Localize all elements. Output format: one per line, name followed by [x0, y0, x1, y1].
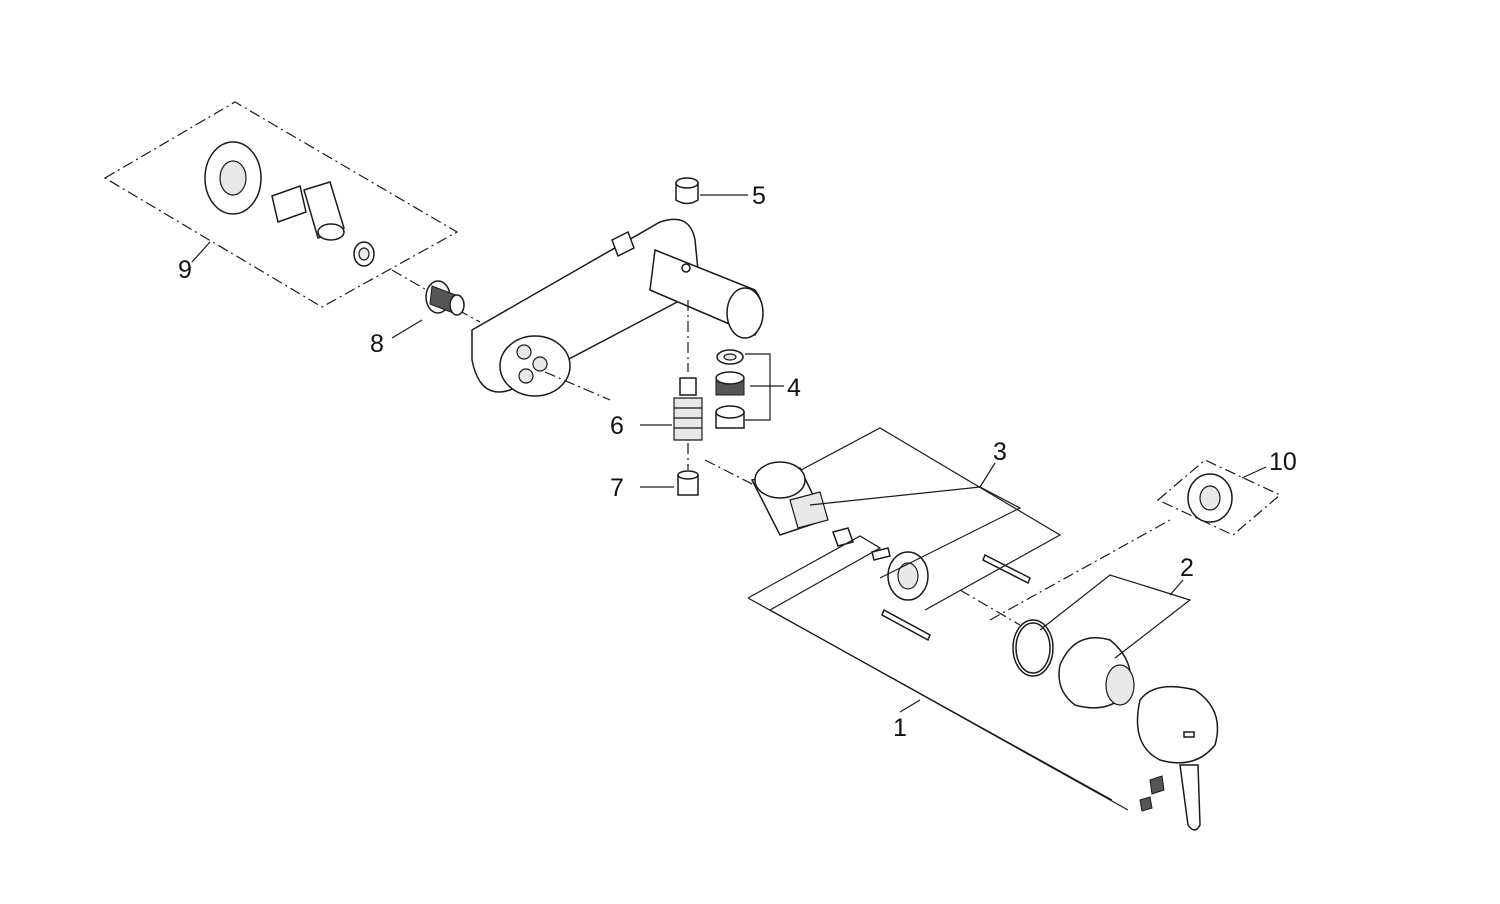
- part-7-restrictor: 7: [610, 443, 699, 502]
- part-8-nipple: 8: [370, 280, 465, 358]
- callout-label: 6: [610, 412, 624, 440]
- callout-label: 10: [1269, 448, 1297, 476]
- part-4-aerator-set: 4: [715, 349, 801, 429]
- part-6-diverter: 6: [610, 300, 703, 441]
- part-3-cartridge: 3: [750, 427, 1062, 642]
- callout-label: 5: [752, 182, 766, 210]
- callout-label: 9: [178, 256, 192, 284]
- part-group-10: 10: [1156, 448, 1297, 536]
- part-2-sleeve: 2: [1012, 554, 1194, 709]
- eccentric-connector: [271, 185, 307, 223]
- callout-label: 4: [787, 374, 801, 402]
- part-group-9: 9: [103, 101, 459, 308]
- callout-label: 3: [993, 438, 1007, 466]
- callout-label: 8: [370, 330, 384, 358]
- lever-handle: [1136, 685, 1219, 831]
- screw: [881, 608, 931, 642]
- callout-label: 2: [1180, 554, 1194, 582]
- part-1-trim-set: 1: [747, 535, 1129, 811]
- screw: [982, 553, 1031, 585]
- callout-label: 1: [893, 714, 907, 742]
- part-5-cap: 5: [675, 177, 766, 210]
- callout-label: 7: [610, 474, 624, 502]
- mixer-body: [471, 218, 764, 397]
